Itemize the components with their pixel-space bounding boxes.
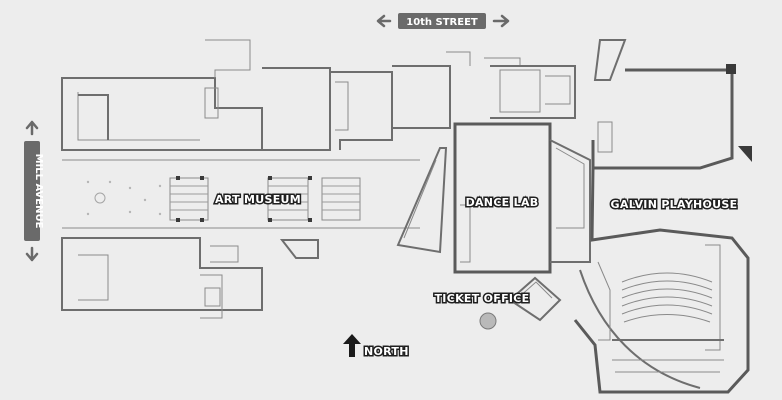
small-wedge bbox=[279, 239, 319, 259]
ticket-office-label: TICKET OFFICE bbox=[435, 292, 530, 305]
tenth-street-marker: 10th STREET bbox=[376, 13, 510, 29]
mill-avenue-marker: MILL AVENUE bbox=[24, 120, 44, 262]
arrow-left-icon bbox=[376, 14, 392, 28]
north-label: NORTH bbox=[364, 345, 409, 358]
north-arrow-icon bbox=[343, 334, 361, 357]
plaza-dots bbox=[86, 180, 162, 216]
tenth-street-label: 10th STREET bbox=[406, 17, 478, 28]
dance-lab-walls bbox=[453, 65, 591, 274]
galvin-playhouse-label: GALVIN PLAYHOUSE bbox=[611, 198, 738, 211]
gallery-stairs bbox=[169, 176, 361, 222]
arrow-down-icon bbox=[25, 246, 39, 262]
mill-avenue-label: MILL AVENUE bbox=[33, 154, 44, 229]
art-museum-label: ART MUSEUM bbox=[215, 193, 301, 206]
ticket-stair bbox=[479, 276, 562, 330]
dance-lab-label: DANCE LAB bbox=[466, 196, 539, 209]
west-wing-walls bbox=[61, 39, 521, 319]
angled-canopy bbox=[396, 147, 448, 254]
theater-seating bbox=[612, 272, 724, 373]
arrow-right-icon bbox=[492, 14, 510, 28]
arrow-up-icon bbox=[25, 120, 39, 136]
canopy-line bbox=[403, 159, 437, 239]
north-compass: NORTH bbox=[343, 334, 410, 360]
playhouse-walls bbox=[573, 39, 752, 394]
